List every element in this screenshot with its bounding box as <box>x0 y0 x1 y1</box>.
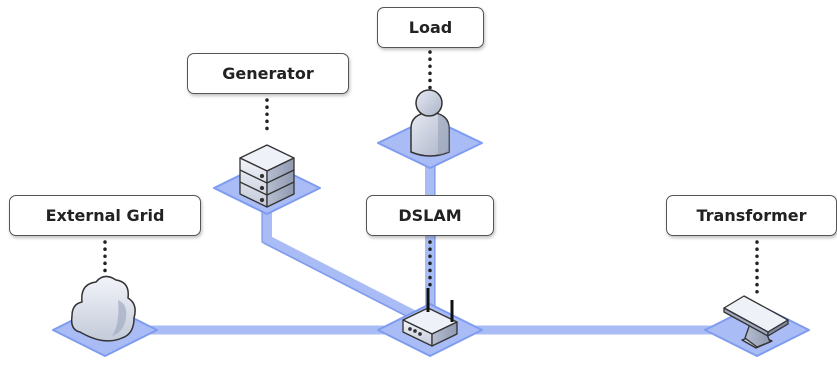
transformer-icon-plate-side <box>767 319 789 337</box>
router-icon <box>402 288 458 347</box>
label-generator: Generator <box>187 53 349 94</box>
label-dslam: DSLAM <box>366 195 494 236</box>
server-icon-led-1 <box>259 173 265 179</box>
label-external-grid: External Grid <box>9 195 201 236</box>
user-icon-head <box>415 89 443 117</box>
user-icon-shade <box>438 114 449 155</box>
server-icon-slot-4 <box>266 181 295 196</box>
server-icon-slot-2 <box>239 181 268 196</box>
label-transformer: Transformer <box>666 195 837 236</box>
label-connectors <box>103 50 759 295</box>
server-icon-led-2 <box>259 185 265 191</box>
label-load: Load <box>377 7 484 48</box>
links-layer <box>105 150 757 335</box>
transformer-icon <box>723 295 789 349</box>
user-icon <box>410 89 450 157</box>
cloud-icon-shade <box>112 300 127 336</box>
router-icon-side <box>431 321 458 347</box>
router-icon-led-3 <box>418 332 422 336</box>
router-icon-led-2 <box>413 329 417 333</box>
router-icon-led-1 <box>408 327 412 331</box>
server-icon <box>239 144 295 208</box>
server-icon-led-3 <box>259 197 265 203</box>
server-icon-slot-3 <box>266 169 295 184</box>
cloud-icon <box>70 275 136 342</box>
server-icon-slot-1 <box>239 169 268 184</box>
